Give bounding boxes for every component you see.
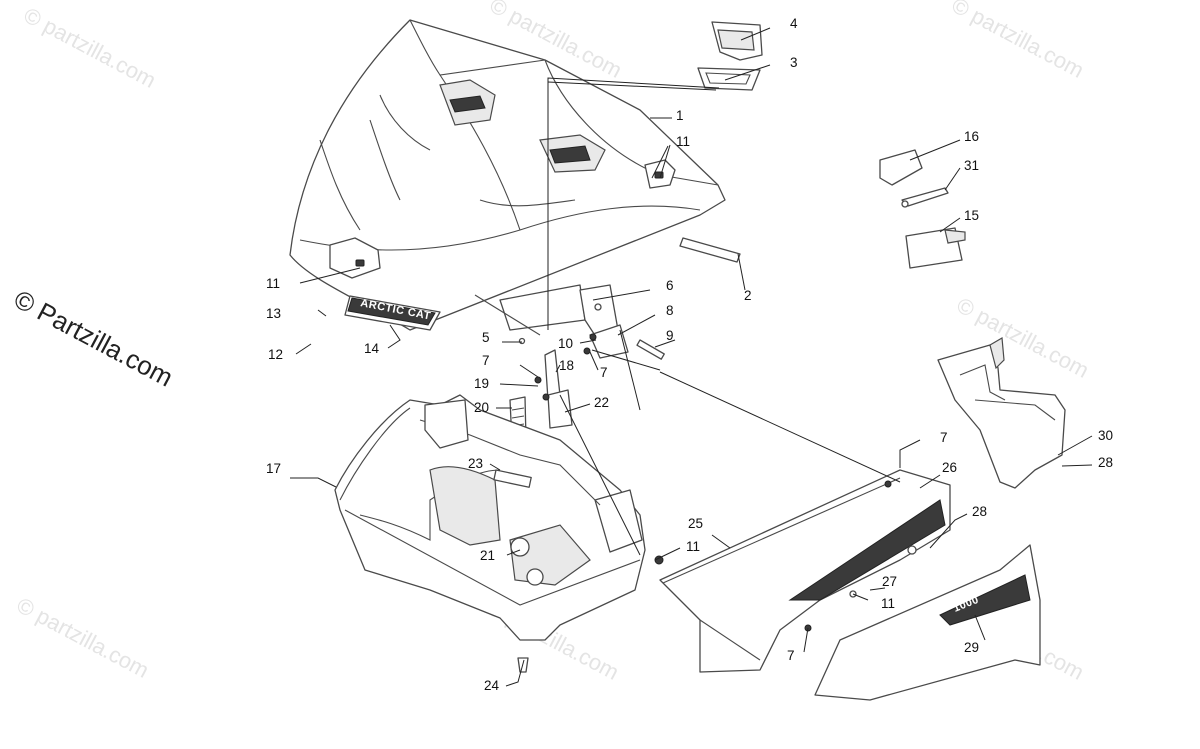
right-small-parts — [679, 149, 966, 269]
callout-11-b: 11 — [266, 276, 280, 291]
callout-5: 5 — [482, 330, 490, 345]
watermark-side-text: © Partzilla.com — [9, 284, 178, 393]
watermark-text: © partzilla.com — [20, 2, 160, 93]
callout-18: 18 — [559, 358, 574, 373]
callout-11-a: 11 — [676, 134, 690, 149]
callout-6: 6 — [666, 278, 674, 293]
callout-31: 31 — [964, 158, 979, 173]
callout-26: 26 — [942, 460, 957, 475]
callout-28-b: 28 — [1098, 455, 1113, 470]
callout-19: 19 — [474, 376, 489, 391]
hood: ARCTIC CAT — [289, 19, 726, 336]
callout-29: 29 — [964, 640, 979, 655]
leader-lines — [290, 27, 1093, 687]
callout-20: 20 — [474, 400, 489, 415]
callout-15: 15 — [964, 208, 979, 223]
callout-27: 27 — [882, 574, 897, 589]
callout-7-d: 7 — [787, 648, 795, 663]
callout-3: 3 — [790, 55, 798, 70]
callout-21: 21 — [480, 548, 495, 563]
callout-16: 16 — [964, 129, 979, 144]
callout-7-a: 7 — [482, 353, 490, 368]
watermark-text: © partzilla.com — [948, 0, 1088, 83]
fender — [937, 337, 1066, 489]
watermark-text: © partzilla.com — [13, 592, 153, 683]
callout-25: 25 — [688, 516, 703, 531]
storage-bin — [334, 394, 664, 673]
callout-7-b: 7 — [600, 365, 608, 380]
callout-9: 9 — [666, 328, 674, 343]
callout-8: 8 — [666, 303, 674, 318]
callout-4: 4 — [790, 16, 798, 31]
callout-17: 17 — [266, 461, 281, 476]
callout-23: 23 — [468, 456, 483, 471]
callout-1: 1 — [676, 108, 684, 123]
callouts: 1 2 3 4 5 6 7 7 7 7 8 9 10 11 11 11 11 1… — [266, 16, 1113, 693]
callout-2: 2 — [744, 288, 752, 303]
hinge-brackets — [509, 284, 665, 443]
callout-7-c: 7 — [940, 430, 948, 445]
callout-13: 13 — [266, 306, 281, 321]
callout-28-a: 28 — [972, 504, 987, 519]
callout-30: 30 — [1098, 428, 1113, 443]
hood-vent-parts — [697, 21, 763, 91]
callout-22: 22 — [594, 395, 609, 410]
callout-10: 10 — [558, 336, 573, 351]
side-panel-left: PROWLER — [659, 469, 951, 673]
side-panel-right: 1000 — [804, 544, 1041, 701]
callout-24: 24 — [484, 678, 500, 693]
callout-11-d: 11 — [881, 596, 895, 611]
callout-12: 12 — [268, 347, 283, 362]
callout-11-c: 11 — [686, 539, 700, 554]
callout-14: 14 — [364, 341, 380, 356]
